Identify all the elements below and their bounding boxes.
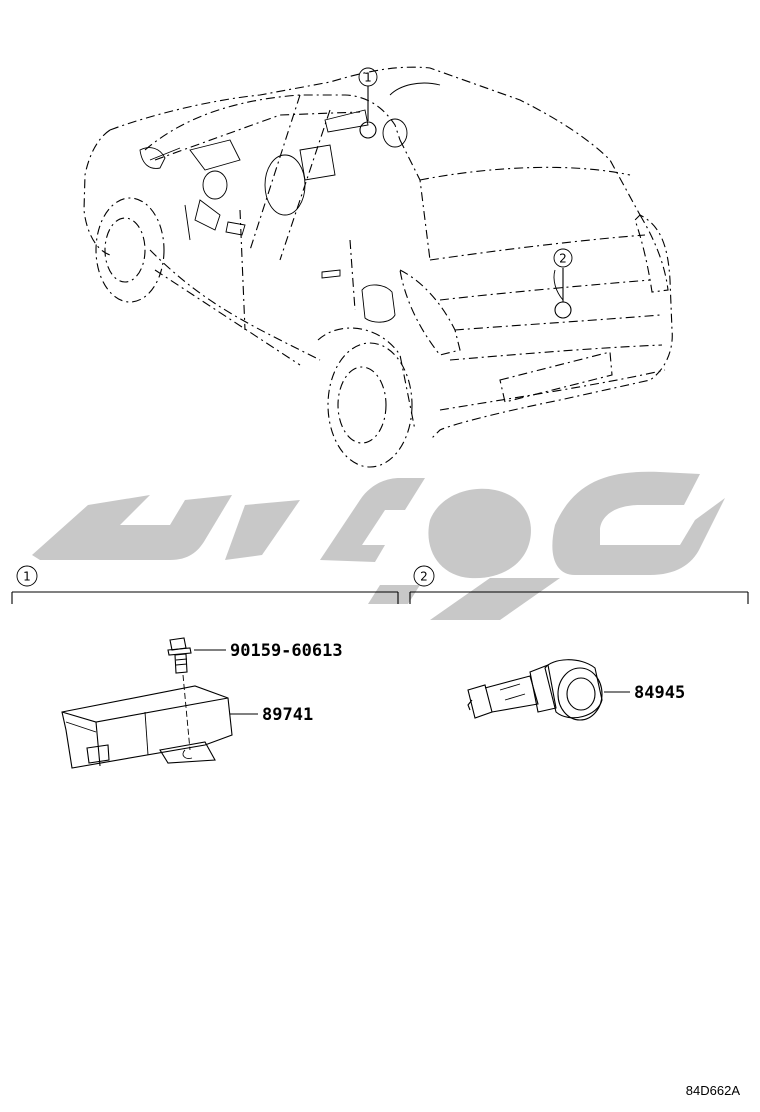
vehicle-illustration: 1 2	[83, 66, 673, 468]
part-number-switch: 84945	[634, 683, 685, 703]
watermark-logo: تویوتا	[32, 471, 725, 620]
illustration-code: 84D662A	[685, 1083, 740, 1098]
part-switch	[467, 659, 630, 721]
location-callout-1: 1	[364, 71, 372, 85]
part-number-bolt: 90159-60613	[230, 641, 343, 661]
part-number-module: 89741	[262, 705, 313, 725]
section-callout-1: 1	[23, 570, 31, 584]
part-bolt	[167, 637, 226, 751]
part-module	[61, 685, 258, 769]
location-callout-2: 2	[559, 252, 567, 266]
section-callout-2: 2	[420, 570, 428, 584]
watermark-text: تویوتا	[378, 539, 382, 541]
section-dividers: 1 2	[11, 565, 749, 604]
